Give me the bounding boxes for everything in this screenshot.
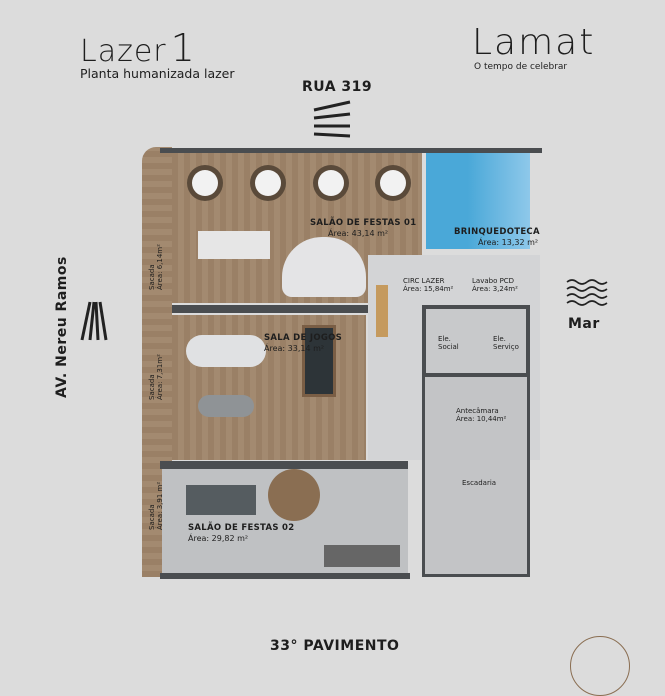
elevators bbox=[422, 305, 530, 377]
wall bbox=[172, 305, 368, 313]
page-subtitle: Planta humanizada lazer bbox=[80, 66, 235, 81]
wall bbox=[160, 461, 408, 469]
title-number: 1 bbox=[170, 26, 196, 70]
bar-counter bbox=[186, 335, 266, 367]
seal-icon bbox=[570, 636, 630, 696]
round-table-02 bbox=[268, 469, 320, 521]
room-label: Ele. Serviço bbox=[493, 335, 519, 352]
brand-tagline: O tempo de celebrar bbox=[474, 62, 568, 72]
wall bbox=[160, 573, 410, 579]
street-top-label: RUA 319 bbox=[302, 79, 373, 95]
room-brinquedoteca bbox=[426, 153, 530, 249]
bench bbox=[376, 285, 388, 337]
room-label: Ele. Social bbox=[438, 335, 459, 352]
round-table bbox=[192, 170, 218, 196]
title-text: Lazer bbox=[80, 34, 167, 69]
wall bbox=[160, 148, 542, 153]
sofa-02 bbox=[324, 545, 400, 567]
dining-table bbox=[198, 395, 254, 417]
room-antecamara-escadaria bbox=[422, 377, 530, 577]
street-right-label: Mar bbox=[568, 316, 600, 332]
pool-table bbox=[302, 325, 336, 397]
street-left-label: AV. Nereu Ramos bbox=[54, 256, 70, 398]
waves-icon bbox=[566, 279, 608, 306]
long-table bbox=[186, 485, 256, 515]
road-icon-left bbox=[80, 301, 108, 341]
round-table bbox=[318, 170, 344, 196]
round-table bbox=[255, 170, 281, 196]
room-label: Escadaria bbox=[462, 479, 497, 487]
round-table bbox=[380, 170, 406, 196]
kitchen-counter bbox=[198, 231, 270, 259]
brand-logo: Lamat bbox=[472, 22, 596, 63]
sofa bbox=[282, 237, 366, 297]
road-icon bbox=[313, 100, 351, 138]
floor-label: 33° PAVIMENTO bbox=[270, 638, 400, 654]
